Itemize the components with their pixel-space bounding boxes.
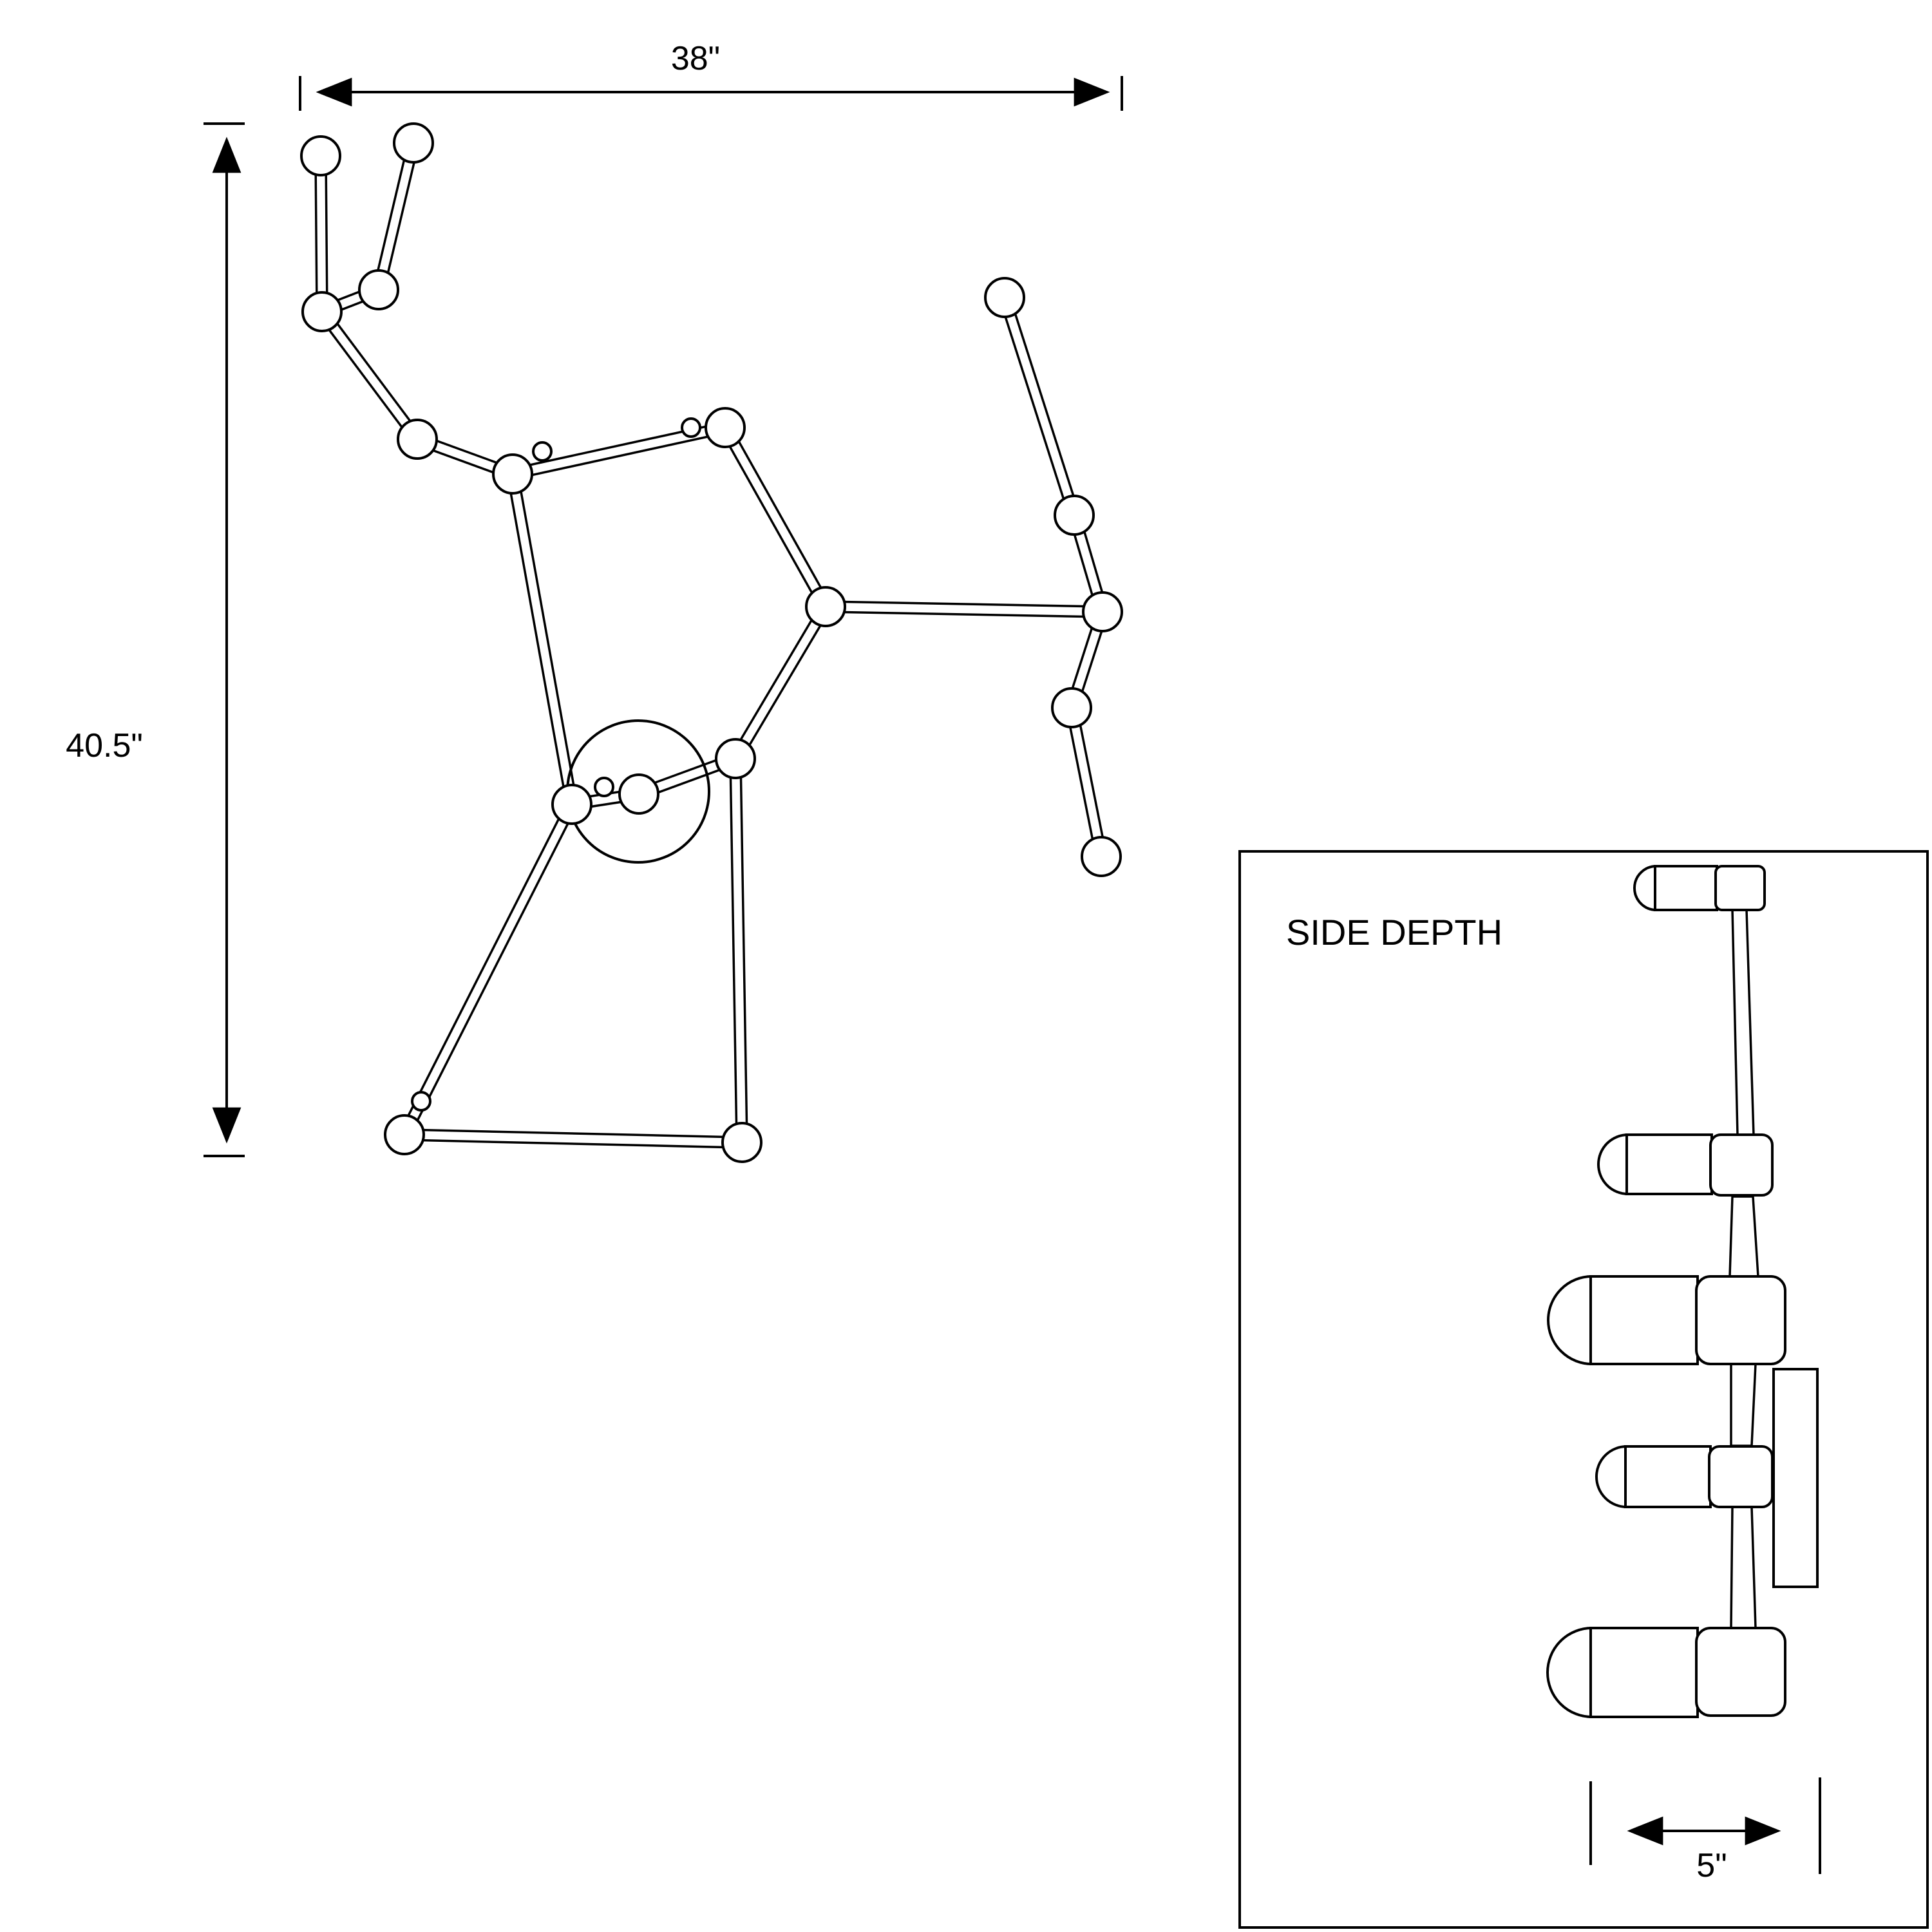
rod-14 — [729, 602, 832, 763]
globe-10 — [1054, 495, 1095, 536]
depth-dimension: 5" — [1589, 1777, 1821, 1884]
side-view-frame — [1238, 850, 1929, 1929]
joint-2 — [681, 417, 701, 438]
globe-18 — [721, 1122, 762, 1163]
rod-18 — [729, 757, 748, 1144]
height-label: 40.5" — [66, 727, 143, 764]
side-light-head-3 — [1547, 1274, 1786, 1366]
side-view-title: SIDE DEPTH — [1286, 912, 1502, 952]
globe-13 — [1081, 836, 1122, 877]
globe-12 — [1051, 687, 1092, 728]
globe-5 — [397, 419, 438, 460]
side-light-head-1 — [1633, 864, 1766, 912]
globe-15 — [551, 784, 592, 825]
globe-4 — [358, 269, 399, 310]
globe-3 — [301, 291, 343, 332]
globe-11 — [1082, 591, 1123, 632]
globe-group — [300, 122, 1123, 1163]
globe-17 — [384, 1114, 425, 1155]
rod-2 — [372, 140, 420, 292]
joint-1 — [532, 441, 553, 462]
joint-3 — [594, 777, 614, 797]
rod-9 — [824, 600, 1104, 618]
rod-19 — [403, 1128, 743, 1149]
globe-1 — [300, 135, 341, 176]
rod-1 — [314, 155, 328, 313]
rod-8 — [506, 471, 578, 807]
rod-10 — [998, 294, 1081, 518]
rod-17 — [398, 800, 578, 1139]
side-stems — [1728, 908, 1759, 1629]
joint-group — [411, 417, 701, 1112]
depth-label: 5" — [1696, 1847, 1727, 1884]
side-light-head-5 — [1546, 1626, 1786, 1719]
width-label: 38" — [671, 40, 720, 77]
side-depth-view: SIDE DEPTH — [1238, 850, 1929, 1929]
height-dimension: 40.5" — [66, 122, 245, 1157]
rod-13 — [1065, 705, 1108, 859]
front-view — [300, 122, 1123, 1163]
globe-7 — [705, 407, 746, 448]
globe-9 — [984, 277, 1025, 318]
width-dimension: 38" — [299, 40, 1123, 111]
joint-4 — [411, 1091, 431, 1112]
globe-16 — [618, 773, 659, 815]
globe-8 — [805, 586, 846, 627]
globe-2 — [393, 122, 434, 164]
globe-14 — [715, 738, 756, 779]
globe-6 — [492, 453, 533, 495]
rod-7 — [719, 423, 832, 611]
side-light-head-4 — [1595, 1444, 1774, 1509]
side-light-head-2 — [1597, 1133, 1774, 1197]
side-wall-plate — [1772, 1368, 1819, 1588]
